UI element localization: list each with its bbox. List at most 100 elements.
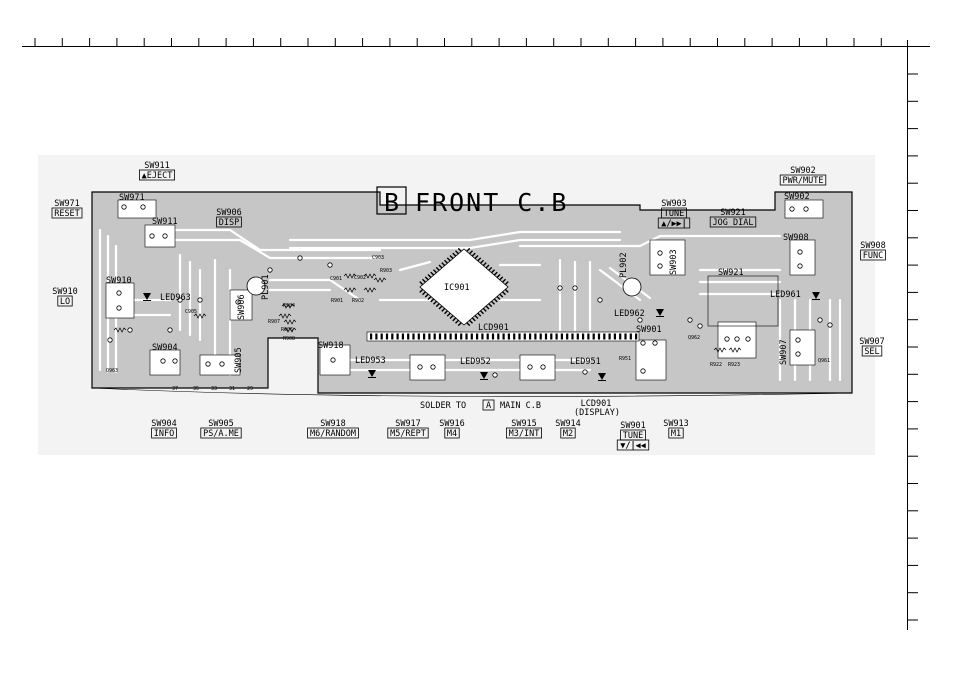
pin-number: 37 <box>172 386 178 392</box>
sw903-glyph: ▲/▶▶| <box>661 219 687 229</box>
sw901-func: TUNE <box>623 431 643 441</box>
sw914-name: SW914 <box>555 419 581 429</box>
board-label-led951: LED951 <box>570 357 601 367</box>
sw901-name: SW901 <box>620 421 646 431</box>
board-label-sw921: SW921 <box>718 268 744 278</box>
pin-number: 35 <box>193 386 199 392</box>
sw907-name: SW907 <box>859 337 885 347</box>
sw913-func: M1 <box>671 429 681 439</box>
pl901-lamp <box>246 276 266 296</box>
sw905-name: SW905 <box>208 419 234 429</box>
sw903-name: SW903 <box>661 199 687 209</box>
board-label-sw910: SW910 <box>106 276 132 286</box>
part-label-c901: C901 <box>330 276 342 282</box>
sw916-name: SW916 <box>439 419 465 429</box>
board-label-sw971: SW971 <box>119 193 145 203</box>
sw901-glyph: ▼/|◀◀ <box>620 441 646 451</box>
sw908-func: FUNC <box>863 251 883 261</box>
sw971-func: RESET <box>54 209 80 219</box>
sw902-name: SW902 <box>790 166 816 176</box>
board-title: B FRONT C.B <box>376 186 568 217</box>
sw902-func: PWR/MUTE <box>783 176 824 186</box>
sw918-name: SW918 <box>320 419 346 429</box>
sw911-name: SW911 <box>144 161 170 171</box>
sw903-func: TUNE <box>664 209 684 219</box>
sw915-func: M3/INT <box>509 429 540 439</box>
sw921-func: JOG DIAL <box>713 218 754 228</box>
lcd-note: LCD901 (DISPLAY) <box>574 399 620 418</box>
sw921-name: SW921 <box>720 208 746 218</box>
part-label-c902: C902 <box>354 275 366 281</box>
pin-number: 29 <box>247 386 253 392</box>
board-label-led963: LED963 <box>160 293 191 303</box>
part-label-r908: R908 <box>283 336 295 342</box>
sw904-func: INFO <box>154 429 174 439</box>
board-label-led961: LED961 <box>770 290 801 300</box>
solder-letter: A <box>486 401 491 411</box>
board-label-sw907: SW907 <box>779 339 789 365</box>
board-label-led962: LED962 <box>614 309 645 319</box>
part-label-r903: R903 <box>380 268 392 274</box>
sw910-func: LO <box>60 297 70 307</box>
sw915-name: SW915 <box>511 419 537 429</box>
label-sw911: SW911▲EJECT <box>138 161 175 181</box>
board-label-q963: Q963 <box>106 368 118 374</box>
board-label-sw905: SW905 <box>234 347 244 373</box>
board-label-q962: Q962 <box>688 335 700 341</box>
sw905-func: PS/A.ME <box>203 429 239 439</box>
sw907-func: SEL <box>864 347 879 357</box>
solder-suffix: MAIN C.B <box>500 401 541 411</box>
part-label-r902: R902 <box>352 298 364 304</box>
board-label-led953: LED953 <box>355 356 386 366</box>
board-label-sw918: SW918 <box>318 341 344 351</box>
board-label-sw906: SW906 <box>237 294 247 320</box>
sw971-name: SW971 <box>54 199 80 209</box>
part-label-c903: C903 <box>372 255 384 261</box>
sw917-name: SW917 <box>395 419 421 429</box>
sw906-func: DISP <box>219 218 239 228</box>
sw914-func: M2 <box>563 429 573 439</box>
part-label-r901: R901 <box>331 298 343 304</box>
board-label-sw908: SW908 <box>783 233 809 243</box>
sw906-name: SW906 <box>216 208 242 218</box>
board-label-q961: Q961 <box>818 358 830 364</box>
part-label-r922: R922 <box>710 362 722 368</box>
sw918-func: M6/RANDOM <box>310 429 356 439</box>
board-label-sw901: SW901 <box>636 325 662 335</box>
board-label-sw902: SW902 <box>784 192 810 202</box>
sw917-func: M5/REPT <box>390 429 426 439</box>
part-label-r907: R907 <box>268 319 280 325</box>
solder-note: SOLDER TO A MAIN C.B <box>420 399 541 411</box>
ic901-chip <box>419 247 509 327</box>
pin-number: 31 <box>229 386 235 392</box>
title-letter: B <box>384 188 399 217</box>
frame-ruler <box>22 40 930 630</box>
board-label-lcd901: LCD901 <box>478 323 509 333</box>
board-label-ic901: IC901 <box>444 283 470 293</box>
front-circuit-board <box>91 191 853 397</box>
board-label-pl902: PL902 <box>619 252 629 278</box>
part-label-r906: R906 <box>281 327 293 333</box>
sw911-func: ▲EJECT <box>142 171 173 181</box>
title-text: FRONT C.B <box>415 188 568 217</box>
board-label-sw911: SW911 <box>152 217 178 227</box>
sw916-func: M4 <box>447 429 457 439</box>
sw913-name: SW913 <box>663 419 689 429</box>
part-label-r923: R923 <box>728 362 740 368</box>
board-label-led952: LED952 <box>460 357 491 367</box>
